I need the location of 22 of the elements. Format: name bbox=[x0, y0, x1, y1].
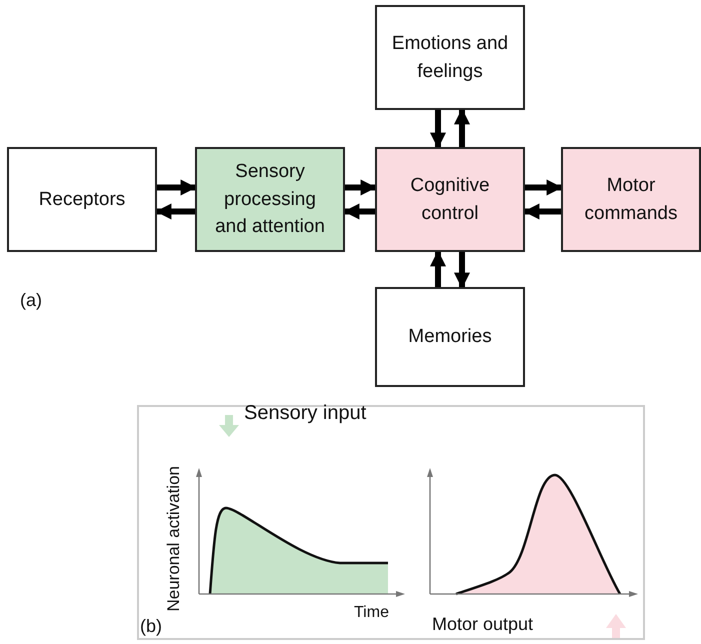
block-arrow bbox=[430, 110, 446, 149]
axis-label: Neuronal activation bbox=[164, 466, 184, 612]
component-box: Emotions and feelings bbox=[375, 5, 525, 110]
panel-letter: (a) bbox=[20, 290, 42, 311]
block-arrow bbox=[454, 108, 470, 147]
block-arrow bbox=[157, 180, 197, 196]
process-box: Sensory processing and attention bbox=[195, 147, 345, 252]
block-arrow bbox=[525, 180, 563, 196]
component-box: Receptors bbox=[7, 147, 157, 252]
axis-label: Time bbox=[354, 604, 389, 622]
block-arrow bbox=[430, 250, 446, 287]
component-box: Memories bbox=[375, 287, 525, 387]
block-arrow bbox=[523, 204, 561, 220]
annotation-text: Motor output bbox=[432, 614, 534, 635]
process-box: Motor commands bbox=[561, 147, 701, 252]
block-arrow bbox=[345, 180, 377, 196]
block-arrow bbox=[343, 204, 375, 220]
panel-letter: (b) bbox=[140, 616, 162, 637]
block-arrow bbox=[454, 252, 470, 289]
process-box: Cognitive control bbox=[375, 147, 525, 252]
block-arrow bbox=[155, 204, 195, 220]
annotation-text: Sensory input bbox=[244, 402, 366, 425]
